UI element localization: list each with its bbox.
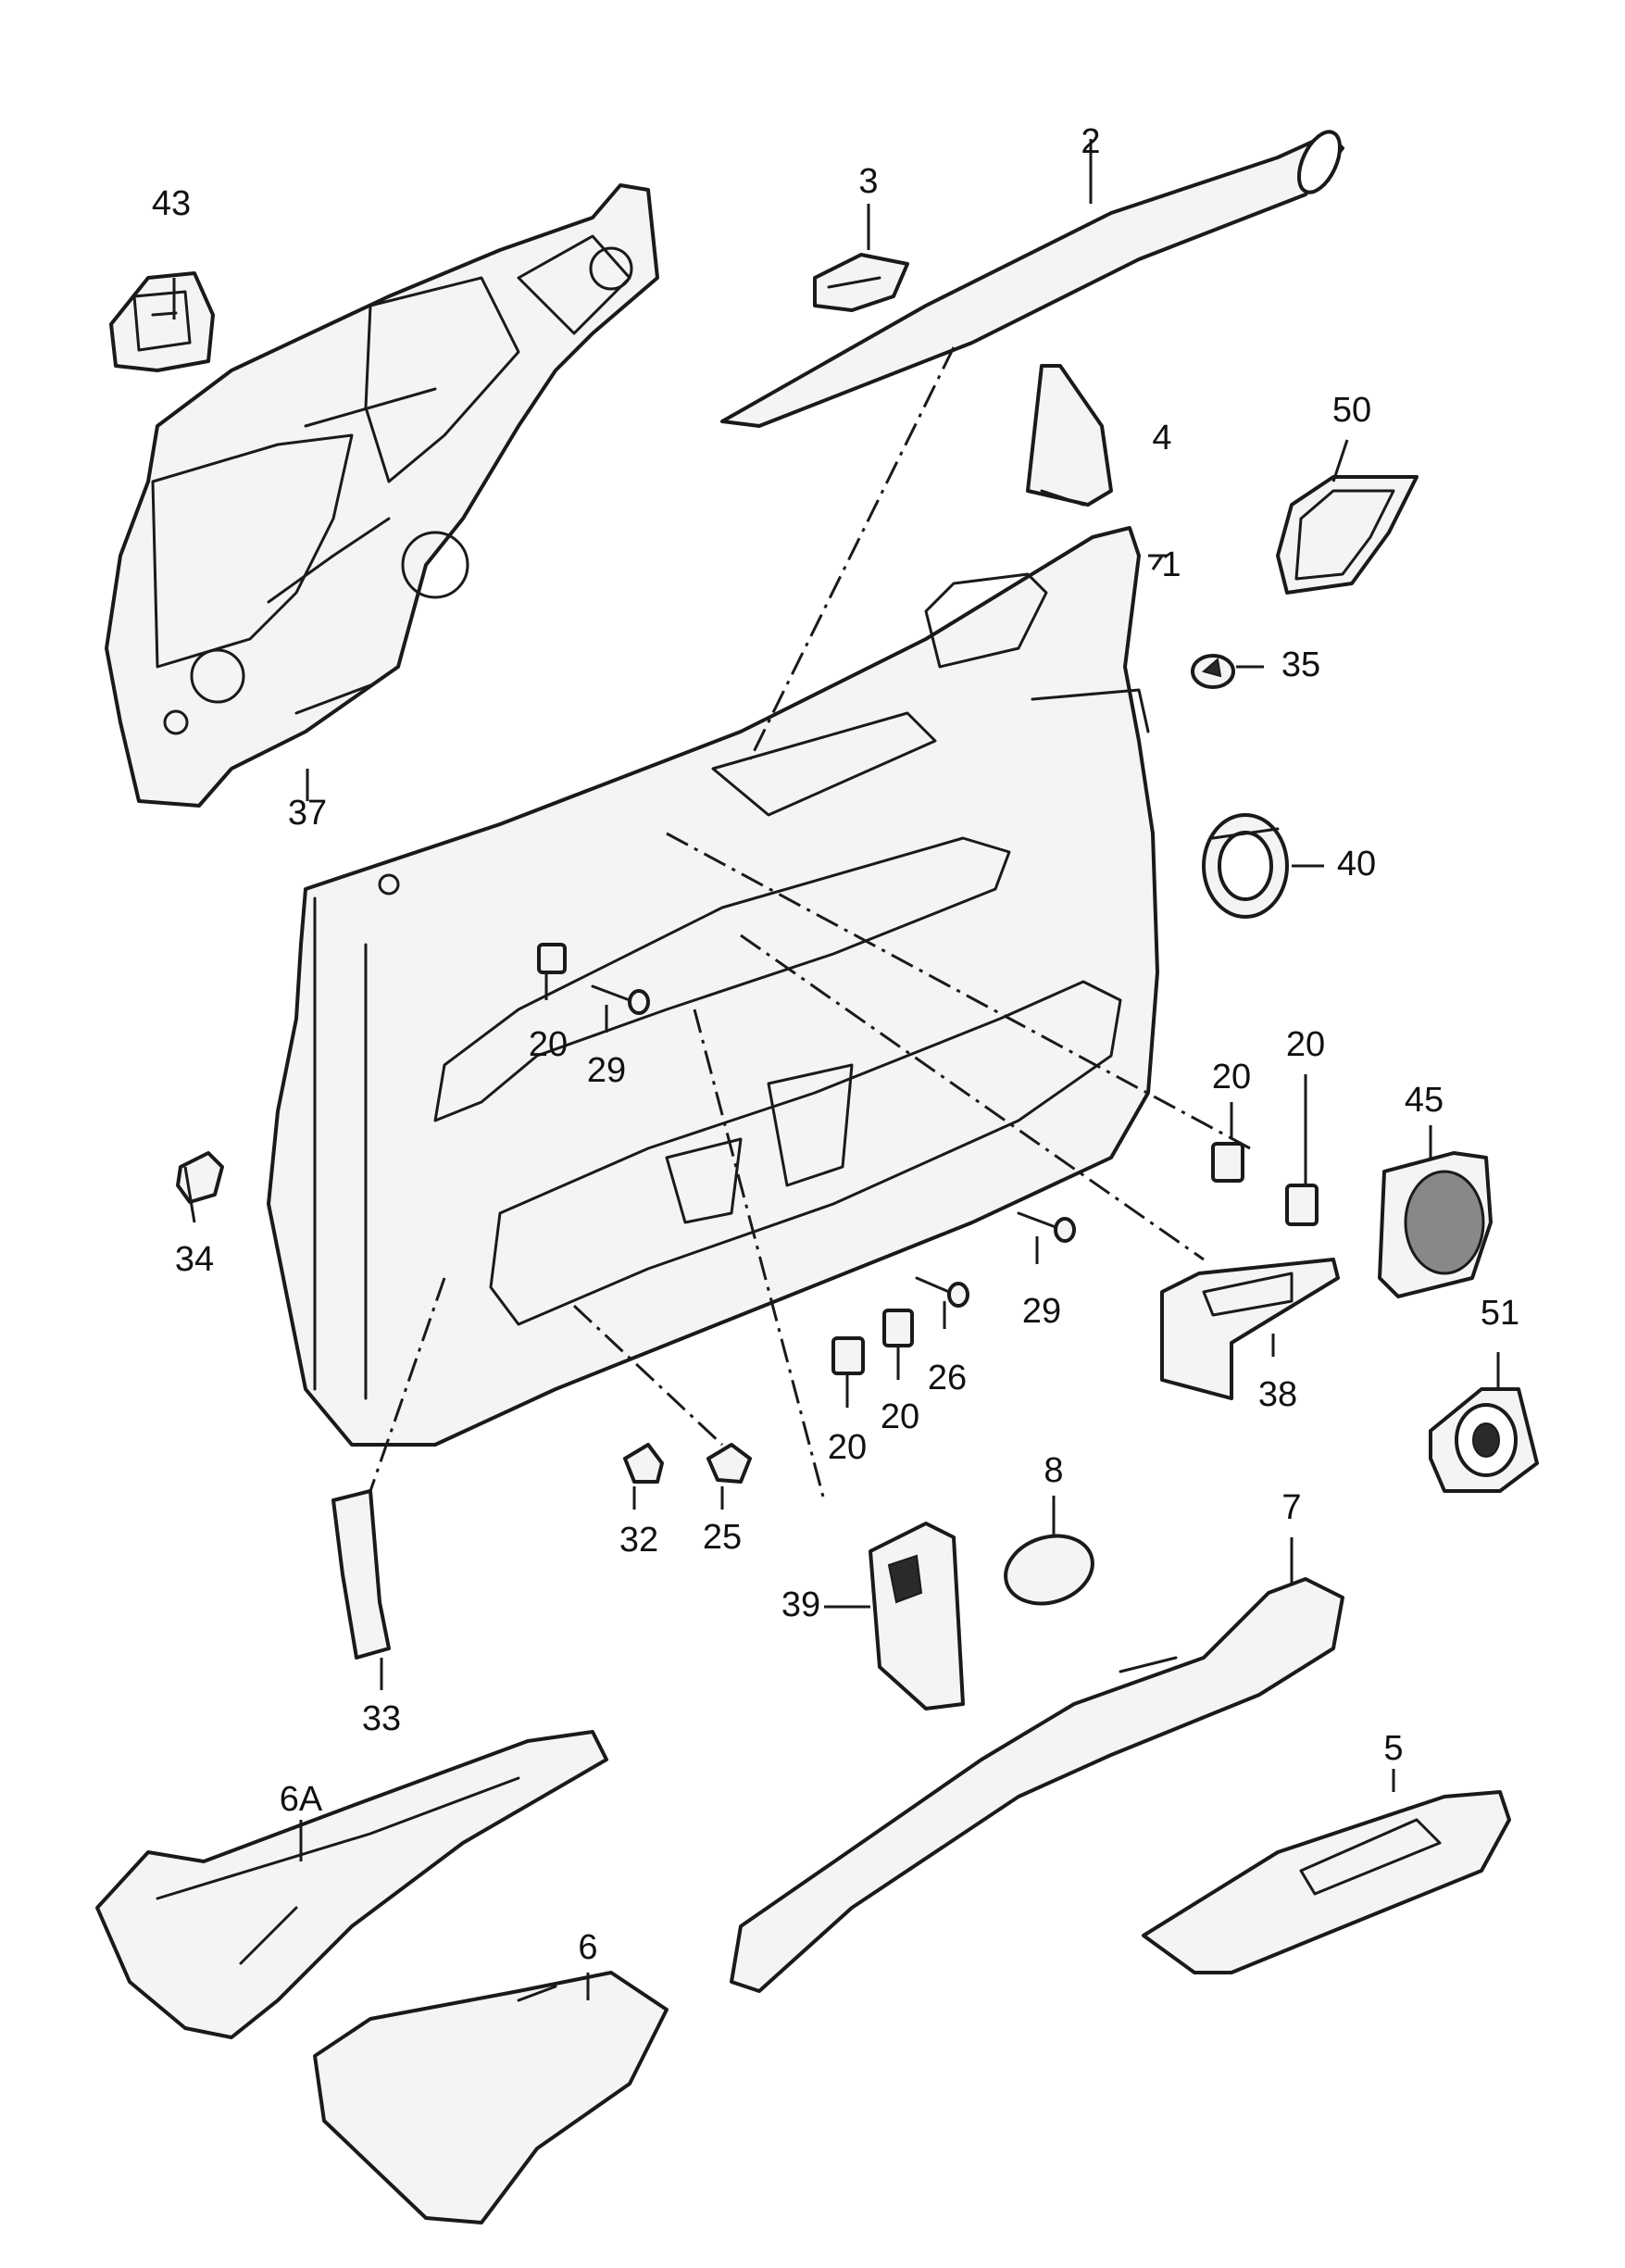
- part-3-clip: [813, 253, 909, 312]
- part-20-nut-clips: [537, 943, 1319, 1375]
- callout-37: 37: [288, 794, 327, 833]
- callout-34: 34: [175, 1240, 214, 1279]
- callout-32: 32: [619, 1521, 658, 1560]
- callout-39: 39: [781, 1585, 820, 1624]
- part-7-armrest: [730, 1577, 1344, 1993]
- part-34-plug: [176, 1151, 224, 1204]
- part-6a-armrest-frame: [95, 1730, 608, 2039]
- part-38-switch-bezel: [1160, 1258, 1340, 1400]
- part-50-tweeter-trim: [1276, 475, 1419, 595]
- reference-lines: [369, 346, 1251, 1501]
- callout-51: 51: [1481, 1294, 1519, 1333]
- callout-26: 26: [928, 1359, 967, 1397]
- part-37-door-membrane: [105, 183, 659, 808]
- callout-20-top: 20: [529, 1025, 568, 1064]
- part-45-speaker-grille: [1378, 1151, 1493, 1298]
- callout-8: 8: [1044, 1451, 1063, 1490]
- callout-40: 40: [1337, 845, 1376, 883]
- callout-20-right-a: 20: [1212, 1058, 1251, 1096]
- callout-20-bottom-a: 20: [828, 1428, 867, 1467]
- callout-4: 4: [1152, 419, 1171, 457]
- callout-6a: 6A: [280, 1780, 323, 1819]
- part-2-window-trim: [720, 130, 1344, 428]
- part-43-clip: [109, 271, 215, 372]
- callout-6: 6: [578, 1928, 597, 1967]
- callout-50: 50: [1332, 391, 1371, 430]
- part-32-25-clips: [623, 1443, 752, 1484]
- leader-lines: [172, 139, 1500, 2000]
- callout-29-right: 29: [1022, 1292, 1061, 1331]
- part-1-door-trim-panel: [267, 526, 1159, 1447]
- callout-45: 45: [1405, 1081, 1444, 1120]
- part-5-handle-trim: [1142, 1790, 1511, 1974]
- callout-1: 1: [1161, 545, 1181, 584]
- part-39-switch-module: [869, 1522, 965, 1710]
- callout-33: 33: [362, 1699, 401, 1738]
- callout-3: 3: [858, 162, 878, 201]
- part-screws: [591, 984, 1076, 1308]
- callout-38: 38: [1258, 1375, 1297, 1414]
- callout-25: 25: [703, 1518, 742, 1557]
- part-4-mirror-cover: [1026, 364, 1113, 507]
- callout-labels: 1 2 3 4 5 6 6A 7 8 20 20 20 20 20 25 26 …: [152, 122, 1519, 1967]
- part-6-armrest-cover: [313, 1971, 669, 2224]
- part-33-cover: [331, 1489, 391, 1660]
- callout-2: 2: [1081, 122, 1100, 161]
- callout-35: 35: [1281, 645, 1320, 684]
- callout-29-top: 29: [587, 1051, 626, 1090]
- callout-43: 43: [152, 184, 191, 223]
- part-40-speaker-ring: [1202, 813, 1289, 919]
- callout-20-right-b: 20: [1286, 1025, 1325, 1064]
- part-51-speaker: [1429, 1387, 1539, 1493]
- part-8-plug: [1004, 1534, 1094, 1606]
- callout-5: 5: [1383, 1729, 1403, 1768]
- part-35-clip: [1191, 654, 1235, 689]
- callout-7: 7: [1281, 1488, 1301, 1527]
- callout-20-bottom-b: 20: [881, 1397, 919, 1436]
